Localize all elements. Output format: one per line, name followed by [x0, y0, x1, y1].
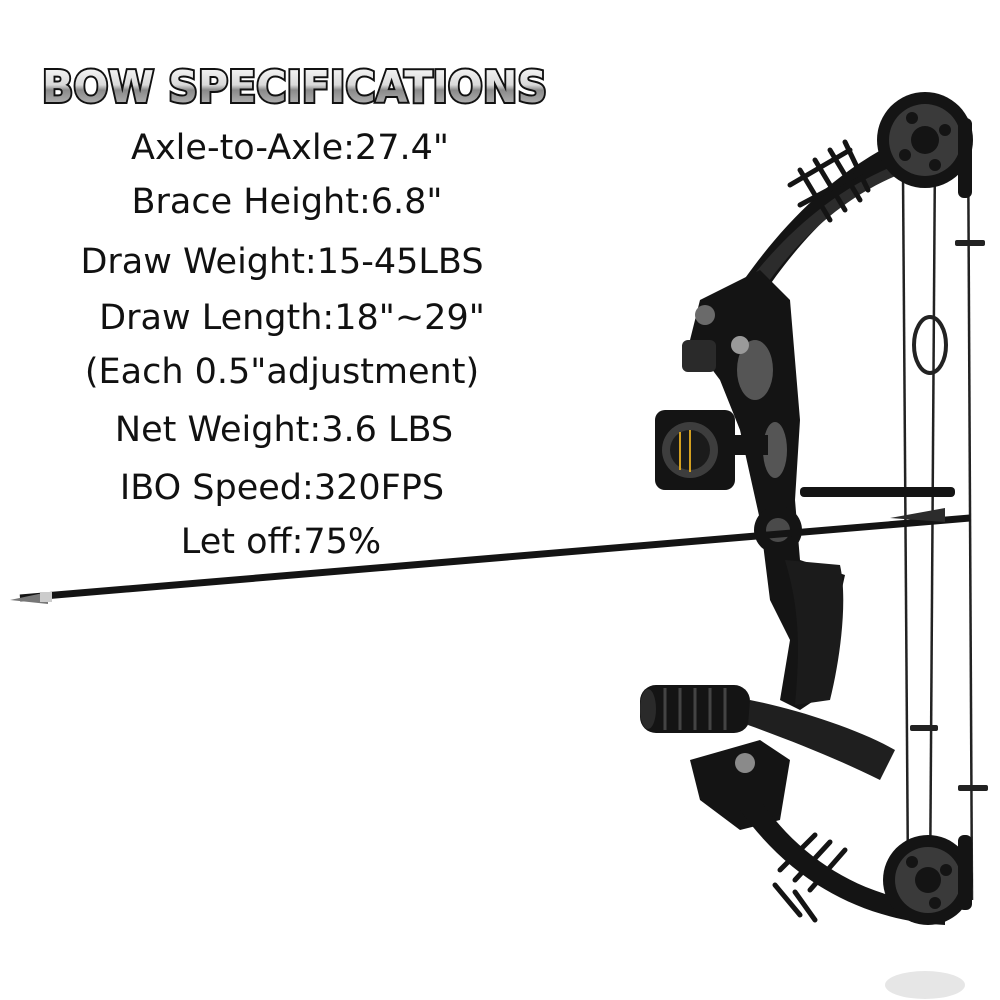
wrist-sling [748, 700, 895, 780]
spec-ibo-speed: IBO Speed:320FPS [119, 468, 445, 508]
spec-adjustment: (Each 0.5"adjustment) [84, 352, 480, 392]
lower-dampers [772, 832, 848, 923]
riser-bracket [682, 340, 716, 372]
lower-cam [883, 835, 973, 925]
spec-net-weight: Net Weight:3.6 LBS [114, 410, 454, 450]
spec-brace-height: Brace Height:6.8" [131, 182, 443, 222]
spec-list: Axle-to-Axle:27.4" Brace Height:6.8" Dra… [0, 0, 600, 600]
string-accessories [910, 240, 988, 791]
spec-axle-to-axle: Axle-to-Axle:27.4" [131, 128, 449, 168]
upper-cam [877, 92, 973, 198]
arrow [10, 508, 971, 604]
lower-limb-pocket [690, 740, 790, 830]
spec-heading: BOW SPECIFICATIONS [36, 52, 556, 122]
stabilizer [640, 685, 750, 733]
bow-grip [785, 560, 844, 705]
spec-let-off: Let off:75% [180, 522, 382, 562]
heading-text: BOW SPECIFICATIONS [42, 62, 547, 113]
spec-draw-length: Draw Length:18"~29" [99, 298, 485, 338]
spec-draw-weight: Draw Weight:15-45LBS [80, 242, 484, 282]
upper-dampers [787, 139, 871, 223]
spec-heading-art: BOW SPECIFICATIONS [40, 60, 549, 115]
cable-guard [800, 487, 955, 497]
riser-cutouts [695, 305, 787, 478]
lower-bolt [735, 753, 755, 773]
cam-reflection [885, 971, 965, 999]
bow-sight [655, 410, 768, 490]
